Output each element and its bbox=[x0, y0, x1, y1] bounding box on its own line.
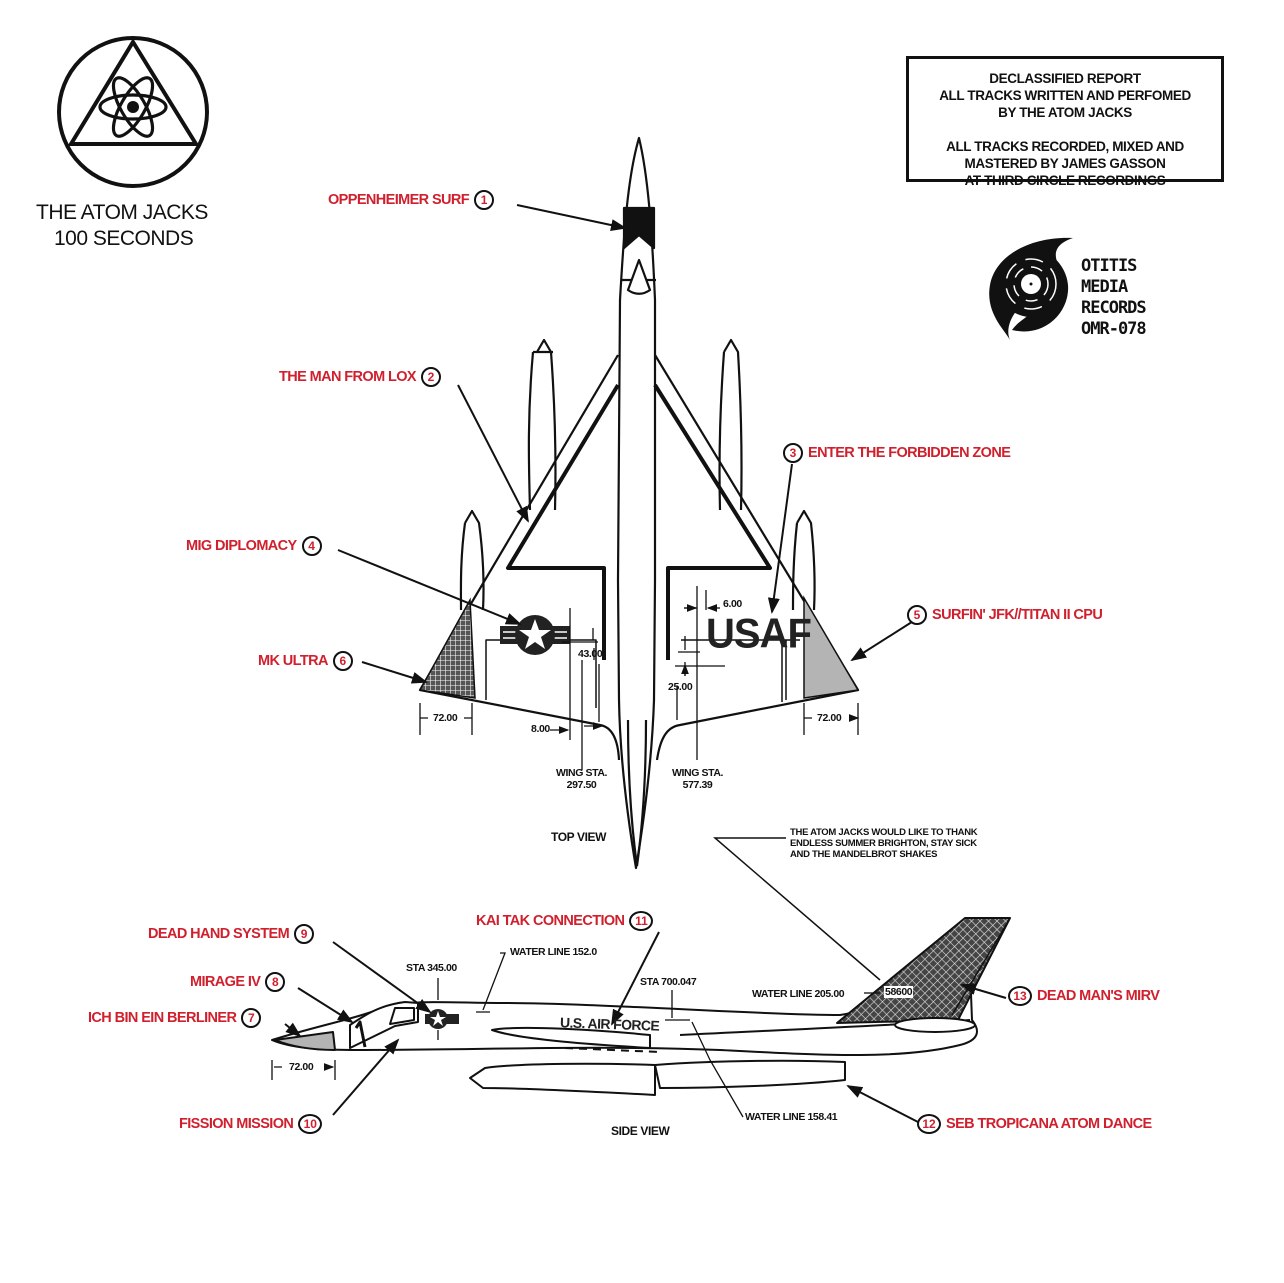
track-title: OPPENHEIMER SURF bbox=[328, 192, 470, 208]
track-number: 11 bbox=[629, 911, 654, 931]
credits-line: ALL TRACKS WRITTEN AND PERFOMED bbox=[939, 88, 1191, 103]
thanks-line: ENDLESS SUMMER BRIGHTON, STAY SICK bbox=[790, 838, 977, 849]
dim-72-side: 72.00 bbox=[289, 1061, 314, 1073]
dim-72-right: 72.00 bbox=[817, 712, 842, 724]
track-title: DEAD HAND SYSTEM bbox=[148, 926, 290, 942]
gray-wingtip-right bbox=[803, 595, 860, 699]
dim-25: 25.00 bbox=[668, 681, 693, 693]
thanks-note: THE ATOM JACKS WOULD LIKE TO THANK ENDLE… bbox=[790, 827, 978, 860]
track-title: MK ULTRA bbox=[258, 653, 328, 669]
thanks-line: THE ATOM JACKS WOULD LIKE TO THANK bbox=[790, 827, 978, 838]
track-number: 2 bbox=[421, 367, 442, 387]
track-title: ENTER THE FORBIDDEN ZONE bbox=[808, 445, 1011, 461]
water-line-205: WATER LINE 205.00 bbox=[752, 988, 845, 1000]
dim-8: 8.00 bbox=[531, 723, 550, 735]
usaf-marking: USAF bbox=[706, 610, 812, 658]
water-line-158: WATER LINE 158.41 bbox=[745, 1111, 838, 1123]
dim-43: 43.00 bbox=[578, 648, 603, 660]
track-callout: DEAD HAND SYSTEM 9 bbox=[148, 924, 315, 944]
top-view-aircraft bbox=[418, 136, 860, 870]
track-number: 6 bbox=[332, 651, 353, 671]
tail-code: 58600 bbox=[884, 986, 914, 998]
track-callout: 3 ENTER THE FORBIDDEN ZONE bbox=[783, 443, 1011, 463]
us-air-force-marking: U.S. AIR FORCE bbox=[559, 1014, 660, 1034]
wing-station-label: WING STA. bbox=[672, 767, 724, 779]
credits-line: BY THE ATOM JACKS bbox=[998, 105, 1132, 120]
track-number: 13 bbox=[1008, 986, 1032, 1006]
track-callout: MIRAGE IV 8 bbox=[190, 972, 286, 992]
dim-72-left: 72.00 bbox=[433, 712, 458, 724]
track-callout: MK ULTRA 6 bbox=[258, 651, 353, 671]
thanks-leader-line bbox=[712, 837, 881, 981]
track-title: MIRAGE IV bbox=[190, 974, 261, 990]
side-view-aircraft bbox=[271, 917, 1011, 1096]
credits-line: ALL TRACKS RECORDED, MIXED AND bbox=[946, 139, 1184, 154]
track-number: 5 bbox=[907, 605, 927, 625]
track-title: KAI TAK CONNECTION bbox=[476, 913, 625, 929]
hatched-wingtip-left bbox=[418, 597, 476, 699]
track-callout: FISSION MISSION 10 bbox=[179, 1114, 323, 1134]
track-callout: 12 SEB TROPICANA ATOM DANCE bbox=[917, 1114, 1152, 1134]
track-title: SEB TROPICANA ATOM DANCE bbox=[946, 1116, 1152, 1132]
album-title: 100 SECONDS bbox=[54, 227, 194, 250]
dim-6: 6.00 bbox=[723, 598, 742, 610]
label-line: RECORDS bbox=[1081, 298, 1147, 318]
track-leader-lines bbox=[284, 204, 1007, 1123]
top-view-caption: TOP VIEW bbox=[551, 830, 607, 844]
band-name: THE ATOM JACKS bbox=[36, 201, 208, 224]
track-number: 9 bbox=[294, 924, 315, 944]
roundel-top bbox=[500, 615, 570, 655]
record-label-block: OTITIS MEDIA RECORDS OMR-078 bbox=[1081, 256, 1147, 340]
track-title: THE MAN FROM LOX bbox=[279, 369, 417, 385]
track-number: 12 bbox=[917, 1114, 941, 1134]
track-number: 1 bbox=[474, 190, 495, 210]
water-line-152: WATER LINE 152.0 bbox=[510, 946, 597, 958]
sta-700: STA 700.047 bbox=[640, 976, 697, 988]
track-callout: ICH BIN EIN BERLINER 7 bbox=[88, 1008, 262, 1028]
band-title-block: THE ATOM JACKS 100 SECONDS bbox=[36, 200, 208, 252]
label-line: OTITIS bbox=[1081, 256, 1137, 276]
track-number: 10 bbox=[298, 1114, 323, 1134]
wing-station-label: WING STA. bbox=[556, 767, 608, 779]
track-callout: 13 DEAD MAN'S MIRV bbox=[1008, 986, 1160, 1006]
credits-line: MASTERED BY JAMES GASSON bbox=[964, 156, 1166, 171]
vinyl-cyclone-icon bbox=[989, 237, 1073, 340]
track-callout: THE MAN FROM LOX 2 bbox=[279, 367, 442, 387]
track-number: 4 bbox=[301, 536, 322, 556]
track-callout: 5 SURFIN' JFK//TITAN II CPU bbox=[907, 605, 1103, 625]
track-number: 3 bbox=[783, 443, 803, 463]
wing-station-value: 297.50 bbox=[566, 779, 597, 791]
track-title: ICH BIN EIN BERLINER bbox=[88, 1010, 237, 1026]
track-callout: KAI TAK CONNECTION 11 bbox=[476, 911, 654, 931]
label-line: MEDIA bbox=[1081, 277, 1128, 297]
thanks-line: AND THE MANDELBROT SHAKES bbox=[790, 849, 938, 860]
track-number: 8 bbox=[265, 972, 286, 992]
credits-line: DECLASSIFIED REPORT bbox=[989, 71, 1141, 86]
track-title: FISSION MISSION bbox=[179, 1116, 294, 1132]
track-title: DEAD MAN'S MIRV bbox=[1037, 988, 1160, 1004]
wing-station-value: 577.39 bbox=[682, 779, 713, 791]
track-number: 7 bbox=[241, 1008, 262, 1028]
band-logo bbox=[57, 36, 209, 188]
track-title: SURFIN' JFK//TITAN II CPU bbox=[932, 607, 1103, 623]
atom-icon bbox=[98, 76, 168, 138]
track-callout: OPPENHEIMER SURF 1 bbox=[328, 190, 495, 210]
track-callout: MIG DIPLOMACY 4 bbox=[186, 536, 322, 556]
wing-station-left: WING STA. 297.50 bbox=[556, 767, 607, 791]
track-title: MIG DIPLOMACY bbox=[186, 538, 297, 554]
side-view-caption: SIDE VIEW bbox=[611, 1124, 670, 1138]
sta-345: STA 345.00 bbox=[406, 962, 457, 974]
credits-box: DECLASSIFIED REPORT ALL TRACKS WRITTEN A… bbox=[906, 56, 1224, 188]
roundel-side bbox=[425, 1009, 459, 1029]
side-dimension-lines bbox=[271, 952, 880, 1118]
catalog-number: OMR-078 bbox=[1081, 319, 1147, 339]
wing-station-right: WING STA. 577.39 bbox=[672, 767, 723, 791]
credits-line: AT THIRD CIRCLE RECORDINGS bbox=[964, 173, 1166, 188]
top-dimension-lines bbox=[419, 586, 858, 770]
